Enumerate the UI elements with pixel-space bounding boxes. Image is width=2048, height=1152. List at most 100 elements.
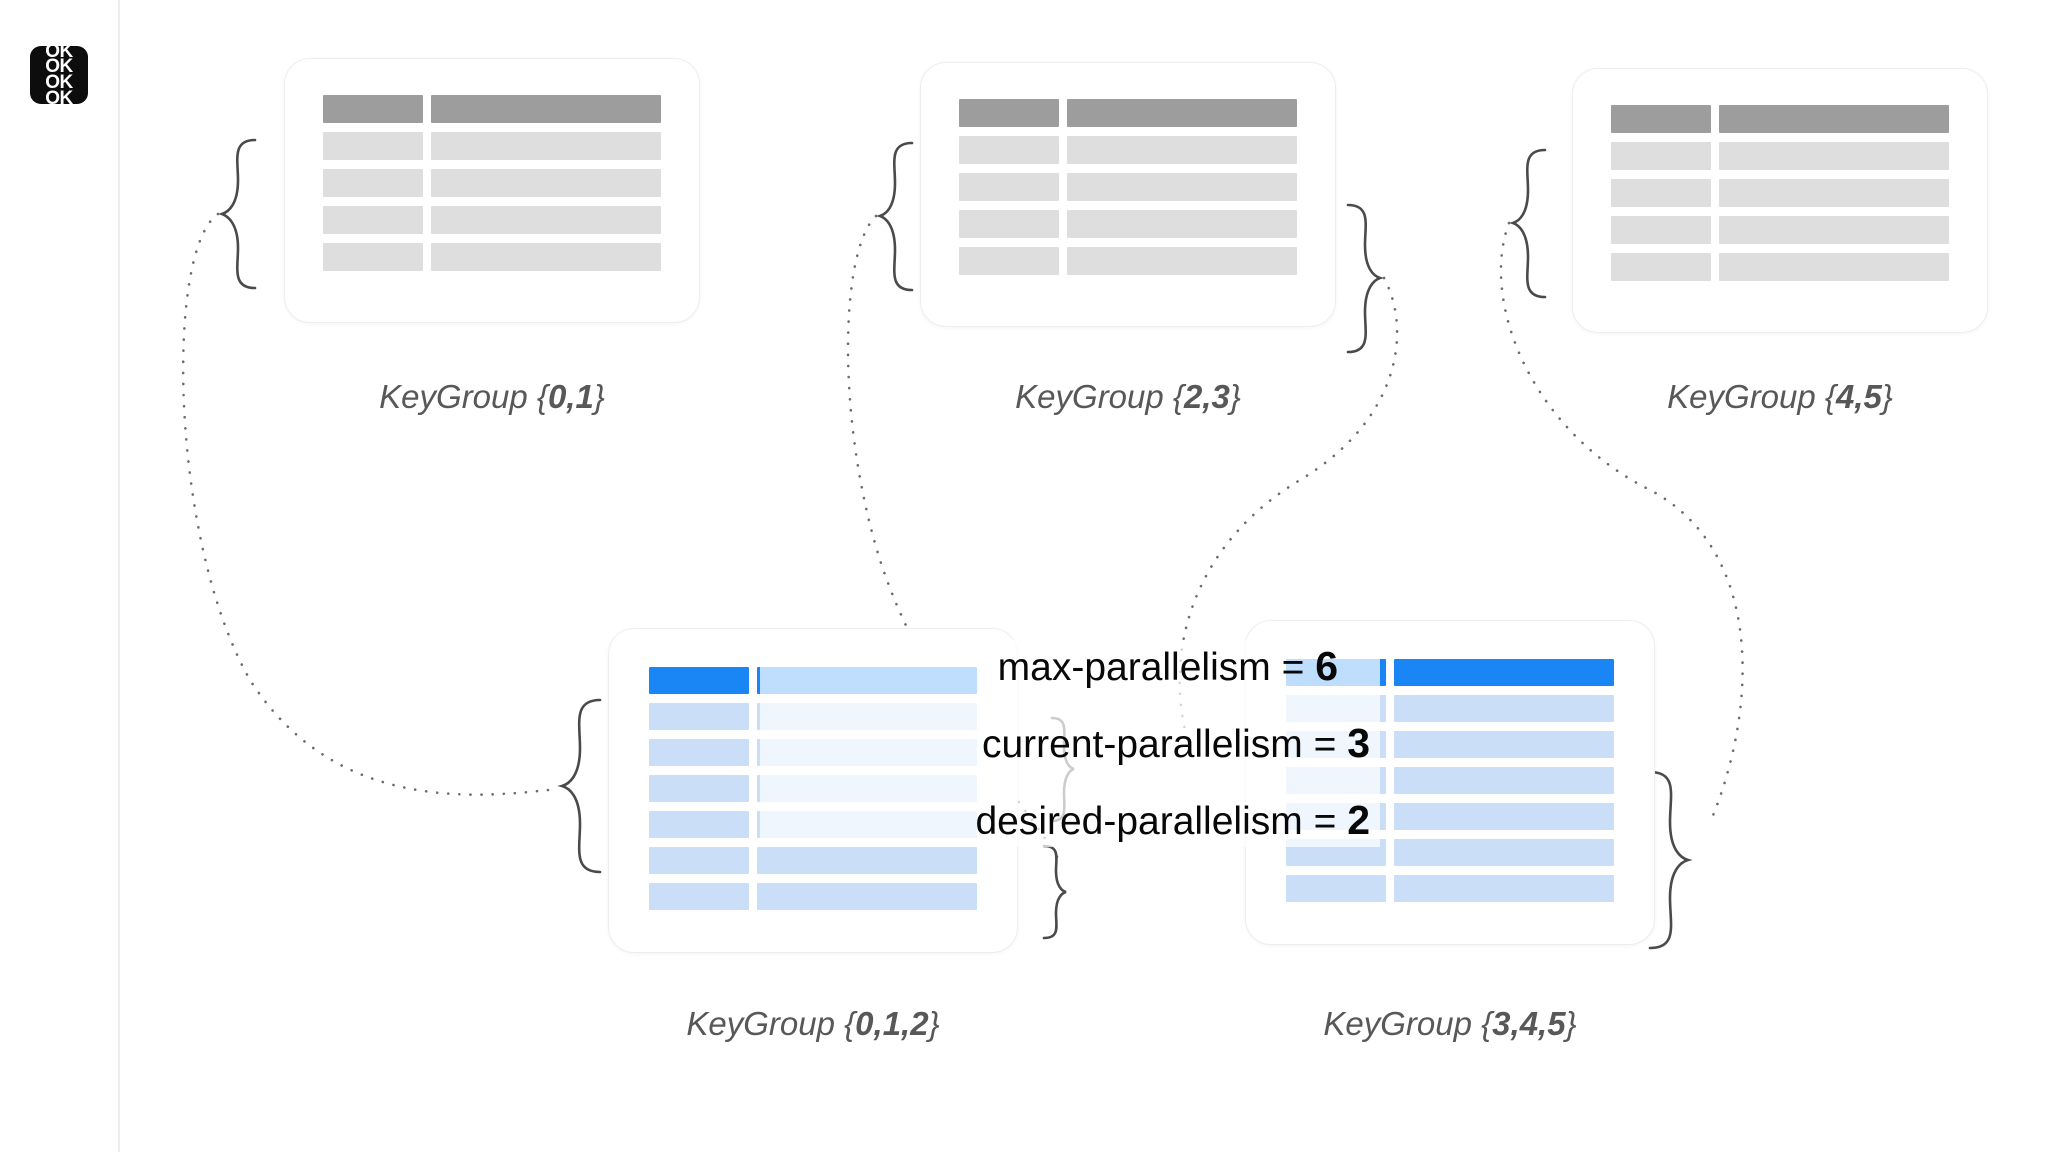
table-row [649,847,977,874]
table-row [1611,142,1949,170]
logo-line-1: OK [45,46,73,62]
table-row [1286,875,1614,902]
cell-value [1394,767,1614,794]
header-cell-value [1719,105,1949,133]
table-row [323,243,661,271]
table-row [959,173,1297,201]
caption-keygroup-345: KeyGroup {3,4,5} [1245,1005,1655,1043]
caption-prefix: KeyGroup { [1667,378,1836,415]
cell-key [1611,142,1711,170]
keygroup-card-01[interactable] [284,58,700,323]
caption-suffix: } [1229,378,1241,415]
logo-line-4: OK [45,87,73,104]
logo-line-2: OK [45,56,73,78]
cell-value [431,206,661,234]
cell-value [1394,839,1614,866]
caption-keygroup-23: KeyGroup {2,3} [920,378,1336,416]
cell-value [1719,253,1949,281]
current-parallelism-label: current-parallelism = [981,723,1348,766]
ok-logo[interactable]: OK OK OK OK [30,46,88,104]
table-row [323,132,661,160]
cell-value [1394,875,1614,902]
logo-line-3: OK [45,72,73,93]
header-cell-key [1611,105,1711,133]
cell-key [1286,875,1386,902]
brace-keygroup-012 [557,698,602,874]
caption-keygroup-45: KeyGroup {4,5} [1572,378,1988,416]
current-parallelism-value: 3 [1347,720,1370,766]
brace-keygroup-23 [875,141,914,292]
cell-value [1067,247,1297,275]
caption-suffix: } [593,378,605,415]
cell-value [1719,179,1949,207]
table-row [323,169,661,197]
caption-prefix: KeyGroup { [1015,378,1184,415]
caption-keys: 3,4,5 [1492,1005,1566,1042]
table-row [1611,253,1949,281]
desired-parallelism-line: desired-parallelism = 2 [760,797,1380,843]
keygroup-card-45[interactable] [1572,68,1988,333]
caption-suffix: } [1565,1005,1577,1042]
caption-keys: 4,5 [1835,378,1882,415]
table-row [323,206,661,234]
header-cell-key [959,99,1059,127]
header-cell-value [1067,99,1297,127]
brace-keygroup-01 [217,138,257,290]
cell-key [649,883,749,910]
cell-key [1611,216,1711,244]
caption-prefix: KeyGroup { [379,378,548,415]
header-cell-key [323,95,423,123]
table-23 [959,99,1297,275]
left-rail: OK OK OK OK [0,0,120,1152]
table-row [1611,179,1949,207]
cell-key [323,132,423,160]
caption-prefix: KeyGroup { [1323,1005,1493,1042]
cell-key [1611,179,1711,207]
caption-keys: 0,1,2 [855,1005,929,1042]
cell-value [1719,142,1949,170]
desired-parallelism-value: 2 [1347,797,1370,843]
cell-key [649,739,749,766]
table-header-row [1611,105,1949,133]
cell-key [649,703,749,730]
cell-value [757,883,977,910]
caption-keygroup-012: KeyGroup {0,1,2} [608,1005,1018,1043]
table-01 [323,95,661,271]
caption-suffix: } [928,1005,940,1042]
table-row [649,883,977,910]
max-parallelism-value: 6 [1315,643,1338,689]
cell-value [1067,136,1297,164]
table-row [959,247,1297,275]
cell-key [649,775,749,802]
cell-value [431,169,661,197]
cell-value [1067,173,1297,201]
table-header-row [323,95,661,123]
caption-suffix: } [1881,378,1893,415]
keygroup-card-23[interactable] [920,62,1336,327]
cell-value [1394,731,1614,758]
caption-keys: 2,3 [1183,378,1230,415]
table-45 [1611,105,1949,281]
caption-prefix: KeyGroup { [686,1005,856,1042]
brace-keygroup-23-right [1346,203,1385,354]
caption-keygroup-01: KeyGroup {0,1} [284,378,700,416]
desired-parallelism-label: desired-parallelism = [975,800,1348,843]
brace-keygroup-45 [1508,148,1547,299]
cell-key [959,210,1059,238]
max-parallelism-line: max-parallelism = 6 [760,643,1380,689]
caption-keys: 0,1 [547,378,594,415]
cell-key [323,169,423,197]
table-row [1611,216,1949,244]
brace-midsplit-lower [1042,844,1067,940]
parallelism-annotations: max-parallelism = 6 current-parallelism … [760,640,1380,847]
cell-value [1067,210,1297,238]
max-parallelism-label: max-parallelism = [997,646,1316,689]
cell-key [959,136,1059,164]
cell-value [1394,695,1614,722]
table-row [959,210,1297,238]
cell-value [757,847,977,874]
cell-value [431,243,661,271]
header-cell-key [649,667,749,694]
cell-value [1394,803,1614,830]
